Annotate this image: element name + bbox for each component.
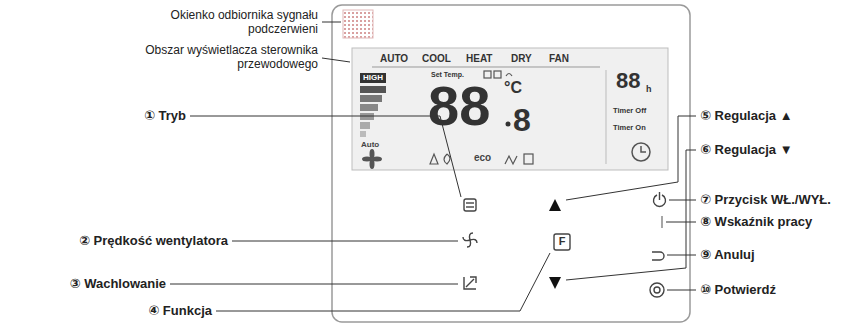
drawing-polyline [669,200,696,201]
display-divider [606,70,607,164]
drawing-rect [524,154,533,164]
run-indicator [661,216,663,228]
clock-hands [641,146,646,152]
mode-text: FAN [549,53,569,65]
fan-icon [362,149,382,169]
speed-text: HIGH [360,73,386,83]
callout-label: ① Tryb [144,108,186,124]
timer-text: Timer On [613,123,646,132]
drawing-rect [360,86,386,93]
drawing-g [463,233,477,247]
panel-housing [332,5,690,322]
drawing-path [430,154,438,164]
callout-label: ③ Wachlowanie [70,276,166,292]
drawing-polyline [322,58,350,62]
part-label: Okienko odbiornika sygnału podczerwieni [148,8,318,37]
timer-unit: h [646,84,652,95]
drawing-rect [360,104,378,111]
up-button [549,199,561,211]
drawing-polyline [566,116,696,200]
mode-text: DRY [511,53,532,65]
callout-label: ④ Funkcja [148,303,212,319]
display-area [352,48,668,170]
drawing-polyline [666,222,696,223]
drawing-rect [484,71,491,78]
timer-text: Timer Off [613,106,646,115]
drawing-rect [554,234,570,250]
callout-label: ⑤ Regulacja ▲ [700,108,793,124]
mode-text: AUTO [380,53,408,65]
down-button [549,277,561,289]
callout-label: ⑦ Przycisk WŁ./WYŁ. [700,192,831,208]
button-letter: F [554,235,570,249]
drawing-polyline [170,284,458,285]
drawing-circle [650,283,664,297]
drawing-rect [494,71,501,78]
drawing-rect [360,122,370,129]
drawing-rect [360,95,382,102]
ir-window [343,10,373,38]
callout-label: ② Prędkość wentylatora [79,233,228,249]
drawing-line [659,192,660,200]
speed-bars [360,86,386,137]
drawing-polyline [190,116,461,197]
temperature-digits: 8 [513,104,531,136]
drawing-polyline [322,22,341,23]
temperature-digits: 88 [428,78,490,134]
drawing-ellipse [362,157,372,162]
drawing-polyline [667,290,696,291]
drawing-polyline [232,241,458,242]
drawing-path [505,156,517,164]
drawing-polyline [566,150,696,280]
drawing-ellipse [372,157,382,162]
buttons [463,192,665,297]
part-label: Obszar wyświetlacza sterownika przewodow… [133,43,318,72]
drawing-path [506,74,512,77]
mode-text: HEAT [466,53,492,65]
drawing-line [466,206,474,207]
drawing-path [464,277,476,289]
drawing-path [652,252,664,260]
timer-digits: 88 [616,70,640,92]
drawing-rect [464,199,476,211]
drawing-polyline [216,253,550,311]
mode-text: COOL [422,53,451,65]
drawing-path [444,154,450,164]
speed-text: Auto [361,140,379,150]
display-divider [372,67,600,68]
drawing-circle [654,287,660,293]
drawing-rect [360,131,366,137]
drawing-line [466,202,474,203]
callout-label: ⑩ Potwierdź [700,282,776,298]
callout-label: ⑧ Wskaźnik pracy [700,214,812,230]
temperature-unit: °C [504,80,522,96]
clock-icon [632,143,650,161]
drawing-path [463,237,470,241]
decimal-dot [506,122,511,127]
callout-label: ⑨ Anuluj [700,247,755,263]
callout-label: ⑥ Regulacja ▼ [700,142,793,158]
drawing-polyline [667,255,696,256]
display-text: eco [474,152,491,164]
